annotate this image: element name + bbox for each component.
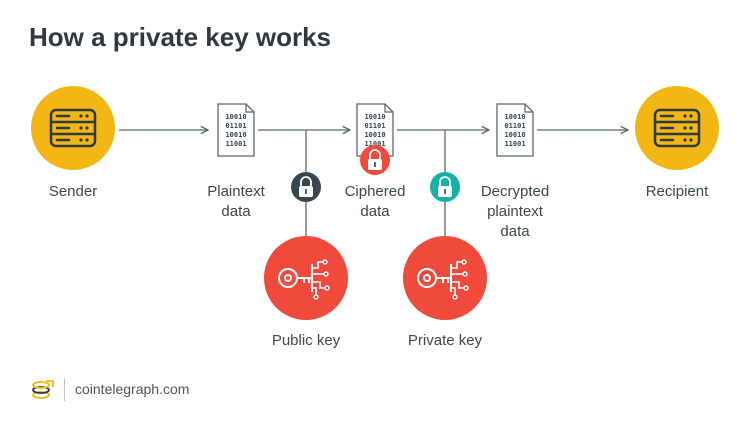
ciphered-lock-icon — [360, 145, 390, 175]
page-title: How a private key works — [29, 22, 332, 52]
decrypted-file-icon: 10010 01101 10010 11001 — [496, 103, 534, 157]
public-lock-icon — [291, 172, 321, 202]
file-glyph-line: 10010 — [504, 131, 525, 139]
cointelegraph-logo-icon — [32, 380, 54, 399]
private-lock-icon — [430, 172, 460, 202]
file-glyph-line: 11001 — [225, 140, 246, 148]
plaintext-file-icon: 10010 01101 10010 11001 — [217, 103, 255, 157]
file-glyph-line: 01101 — [225, 122, 246, 130]
file-glyph-line: 10010 — [364, 113, 385, 121]
file-glyph-line: 01101 — [504, 122, 525, 130]
file-glyph-line: 10010 — [504, 113, 525, 121]
ciphered-label: Ciphered data — [344, 183, 406, 220]
file-glyph-line: 10010 — [364, 131, 385, 139]
file-glyph-line: 10010 — [225, 131, 246, 139]
decrypted-label: Decrypted plaintext data — [480, 183, 550, 240]
ciphered-file-icon: 10010 01101 10010 11001 — [356, 103, 394, 157]
footer-divider — [64, 379, 65, 401]
recipient-node — [635, 86, 719, 170]
file-glyph-line: 01101 — [364, 122, 385, 130]
private-key-label: Private key — [407, 332, 483, 349]
file-glyph-line: 11001 — [364, 140, 385, 148]
private-key-node — [403, 236, 487, 320]
sender-node — [31, 86, 115, 170]
file-glyph-line: 10010 — [225, 113, 246, 121]
footer-brand[interactable]: cointelegraph.com — [75, 381, 190, 397]
file-glyph-line: 11001 — [504, 140, 525, 148]
plaintext-label: Plaintext data — [207, 183, 265, 220]
public-key-node — [264, 236, 348, 320]
public-key-label: Public key — [271, 332, 341, 349]
recipient-label: Recipient — [645, 183, 709, 200]
sender-label: Sender — [48, 183, 98, 200]
